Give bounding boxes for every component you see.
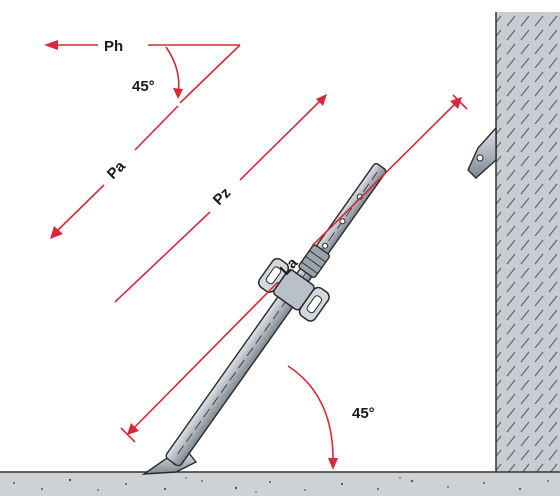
top-angle-label: 45° [132, 78, 155, 95]
ph-label: Ph [104, 38, 123, 55]
pa-force-arrow [50, 105, 179, 239]
pz-force-arrow [114, 94, 327, 303]
pz-label: Pz [210, 184, 234, 208]
ph-force-arrow [44, 40, 241, 104]
la-dimension-line [120, 94, 468, 443]
thread-collar [298, 244, 330, 278]
pa-label: Pa [104, 157, 129, 182]
push-pull-prop [141, 126, 497, 475]
ground-slab [0, 471, 560, 496]
wall [495, 12, 560, 482]
bottom-angle-label: 45° [352, 405, 375, 422]
wall-bracket [467, 126, 497, 179]
adjusting-nut [257, 257, 330, 322]
ground-speckle [13, 477, 549, 493]
top-angle-arc [165, 46, 183, 99]
bottom-angle-arc [287, 365, 338, 470]
